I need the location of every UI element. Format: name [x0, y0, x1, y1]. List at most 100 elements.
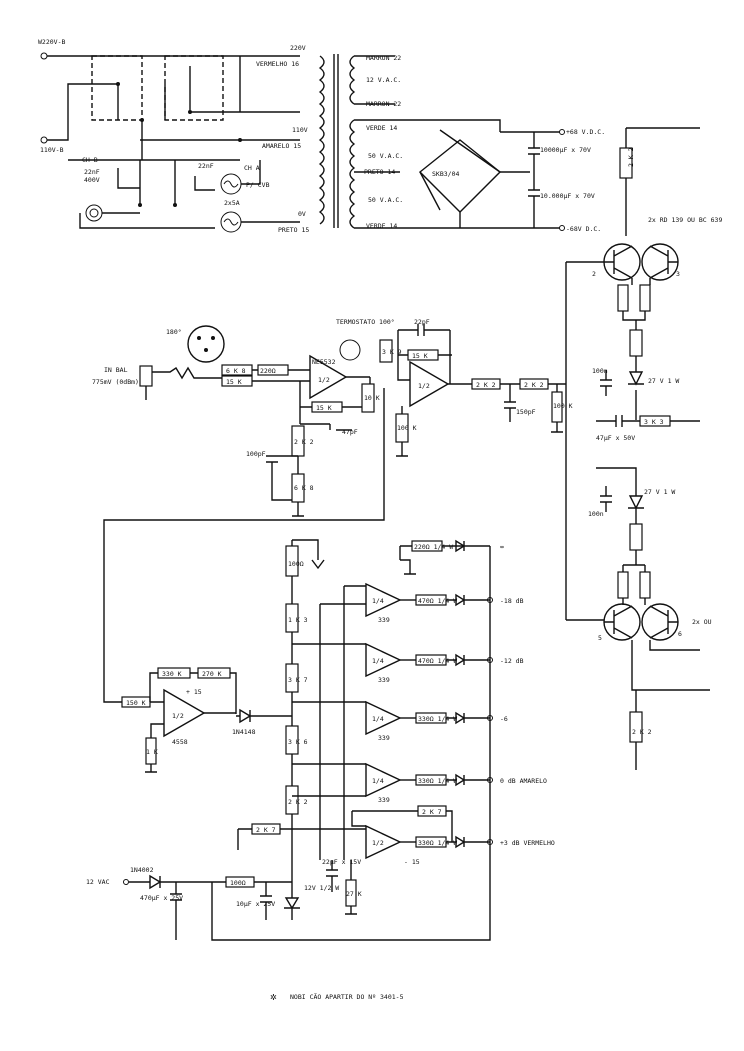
led-resistor-label: 330Ω 1/4 W	[418, 777, 457, 785]
label-verde-a: VERDE 14	[366, 124, 397, 132]
label-r-100: 100Ω	[288, 560, 304, 568]
label-cap-150p: 150pF	[516, 408, 536, 416]
label-meter-ic-half: 1/2	[172, 712, 184, 720]
label-zener-aux: 12V 1/2 W	[304, 884, 339, 892]
led-resistor-label: 220Ω 1/4 W	[414, 543, 453, 551]
label-cap-10: 10µF x 25V	[236, 900, 275, 908]
label-diode: 1N4148	[232, 728, 256, 736]
label-q5: 5	[598, 634, 602, 642]
comparator-part: 339	[378, 796, 390, 804]
label-aux-r-100: 100Ω	[230, 879, 246, 887]
label-thermostat: TERMOSTATO 100°	[336, 318, 395, 326]
mains-section: W220V-B 110V-B CH B CH A 22nF 400V 22nF …	[38, 38, 300, 233]
label-r-6k8: 6 K 8	[226, 367, 246, 375]
footer-star: ✲	[270, 990, 277, 1003]
label-r-150k: 150 K	[126, 699, 146, 707]
label-meter-ic: 4558	[172, 738, 188, 746]
label-220v-tap: 220V	[290, 44, 306, 52]
label-r-330k: 330 K	[162, 670, 182, 678]
label-cap-22: 22µF x 15V	[322, 858, 361, 866]
label-preto-pri: PRETO 15	[278, 226, 309, 234]
comparator-row: 1/4 339 330Ω 1/4 W 0 dB AMARELO	[365, 762, 547, 804]
meter-section: 150 K 330 K 270 K 1/2 4558 + 15 1 K 1N41…	[121, 539, 453, 898]
label-xlr: 180°	[166, 328, 182, 336]
label-rail-neg: -68V D.C.	[566, 225, 601, 233]
label-lamp: P/ CVB	[246, 181, 270, 189]
power-supply: SKB3/04 10000µF x 70V 10.000µF x 70V +68…	[418, 128, 605, 233]
label-r-3k7: 3 K 7	[288, 676, 308, 684]
label-q6: 6	[678, 630, 682, 638]
aux-supply: 12 VAC 1N4002 470µF x 25V 100Ω 10µF x 25…	[86, 546, 491, 941]
label-r-100k: 100 K	[397, 424, 417, 432]
label-r-2k2-a: 2 K 2	[476, 381, 496, 389]
label-220v-in: W220V-B	[38, 38, 65, 46]
label-pin-18: + 15	[186, 688, 202, 696]
label-r-270k: 270 K	[202, 670, 222, 678]
label-110v-tap: 110V	[292, 126, 308, 134]
label-50vac-b: 50 V.A.C.	[368, 196, 403, 204]
label-0v-tap: 0V	[298, 210, 306, 218]
label-ic1: NE5532	[312, 358, 336, 366]
label-110v-in: 110V-B	[40, 146, 64, 154]
label-verde-b: VERDE 14	[366, 222, 397, 230]
label-r-2k7-b: 2 K 7	[422, 808, 442, 816]
label-r-2k2: 2 K 2	[288, 798, 308, 806]
label-1n4002: 1N4002	[130, 866, 154, 874]
level-label: 0 dB AMARELO	[500, 777, 547, 785]
label-r-1k: 1 K	[146, 748, 158, 756]
comparator-frac: 1/2	[372, 839, 384, 847]
input-stage: 180° IN BAL 775mV (0dBm) 6 K 8 15 K 220Ω…	[92, 318, 573, 703]
label-in-bal: IN BAL	[104, 366, 128, 374]
label-fuse: 2x5A	[224, 199, 240, 207]
supply-minus-label: - 15	[404, 858, 420, 866]
cap-22nf-left: 22nF	[84, 168, 100, 176]
label-r-27k: 27 K	[346, 890, 362, 898]
transformer: 220V VERMELHO 16 110V AMARELO 15 0V PRET…	[256, 44, 560, 234]
label-12vac: 12 VAC	[86, 878, 110, 886]
led-resistor	[411, 540, 443, 552]
label-side-note: 2x OU	[692, 618, 712, 626]
comparator	[365, 824, 402, 860]
label-r-3k3: 3 K 3	[644, 418, 664, 426]
comparator-part: 339	[378, 676, 390, 684]
label-bridge: SKB3/04	[432, 170, 459, 178]
comparator-frac: 1/4	[372, 657, 384, 665]
label-marrom-a: MARRON 22	[366, 54, 401, 62]
label-q3: 3	[676, 270, 680, 278]
comparator-frac: 1/4	[372, 597, 384, 605]
comparator-row: ∞220Ω 1/4 W	[399, 539, 504, 560]
label-in-level: 775mV (0dBm)	[92, 378, 139, 386]
comparator	[365, 642, 402, 678]
label-r-100k-b: 100 K	[553, 402, 573, 410]
level-label: -12 dB	[500, 657, 524, 665]
comparator-frac: 1/4	[372, 777, 384, 785]
level-label: -18 dB	[500, 597, 524, 605]
label-cap-470: 470µF x 25V	[140, 894, 183, 902]
label-cap-22p: 22pF	[414, 318, 430, 326]
comparator	[365, 582, 402, 618]
label-12vac: 12 V.A.C.	[366, 76, 401, 84]
label-r-top: 2 K 2	[627, 147, 635, 167]
label-r-1k3: 1 K 3	[288, 616, 308, 624]
label-r-10k: 10 K	[364, 394, 380, 402]
comparator	[365, 700, 402, 736]
label-cap-100n-b: 100n	[588, 510, 604, 518]
label-r-15k-b: 15 K	[412, 352, 428, 360]
comparator-frac: 1/4	[372, 715, 384, 723]
label-ic1-half: 1/2	[318, 376, 330, 384]
led-resistor-label: 470Ω 1/4 W	[418, 597, 457, 605]
label-vermelho: VERMELHO 16	[256, 60, 299, 68]
cap-22nf-left-v: 400V	[84, 176, 100, 184]
label-r-2k7: 2 K 7	[256, 826, 276, 834]
output-stage: 2 K 2 2x RD 139 OU BC 639 2 3 100n 27 V …	[565, 127, 722, 770]
label-r-6k8-b: 6 K 8	[294, 484, 314, 492]
label-r-2k2-b: 2 K 2	[524, 381, 544, 389]
label-ic2-half: 1/2	[418, 382, 430, 390]
label-cap-47p: 47pF	[342, 428, 358, 436]
label-cap-47u: 47µF x 50V	[596, 434, 635, 442]
label-zener-top: 27 V 1 W	[648, 377, 679, 385]
